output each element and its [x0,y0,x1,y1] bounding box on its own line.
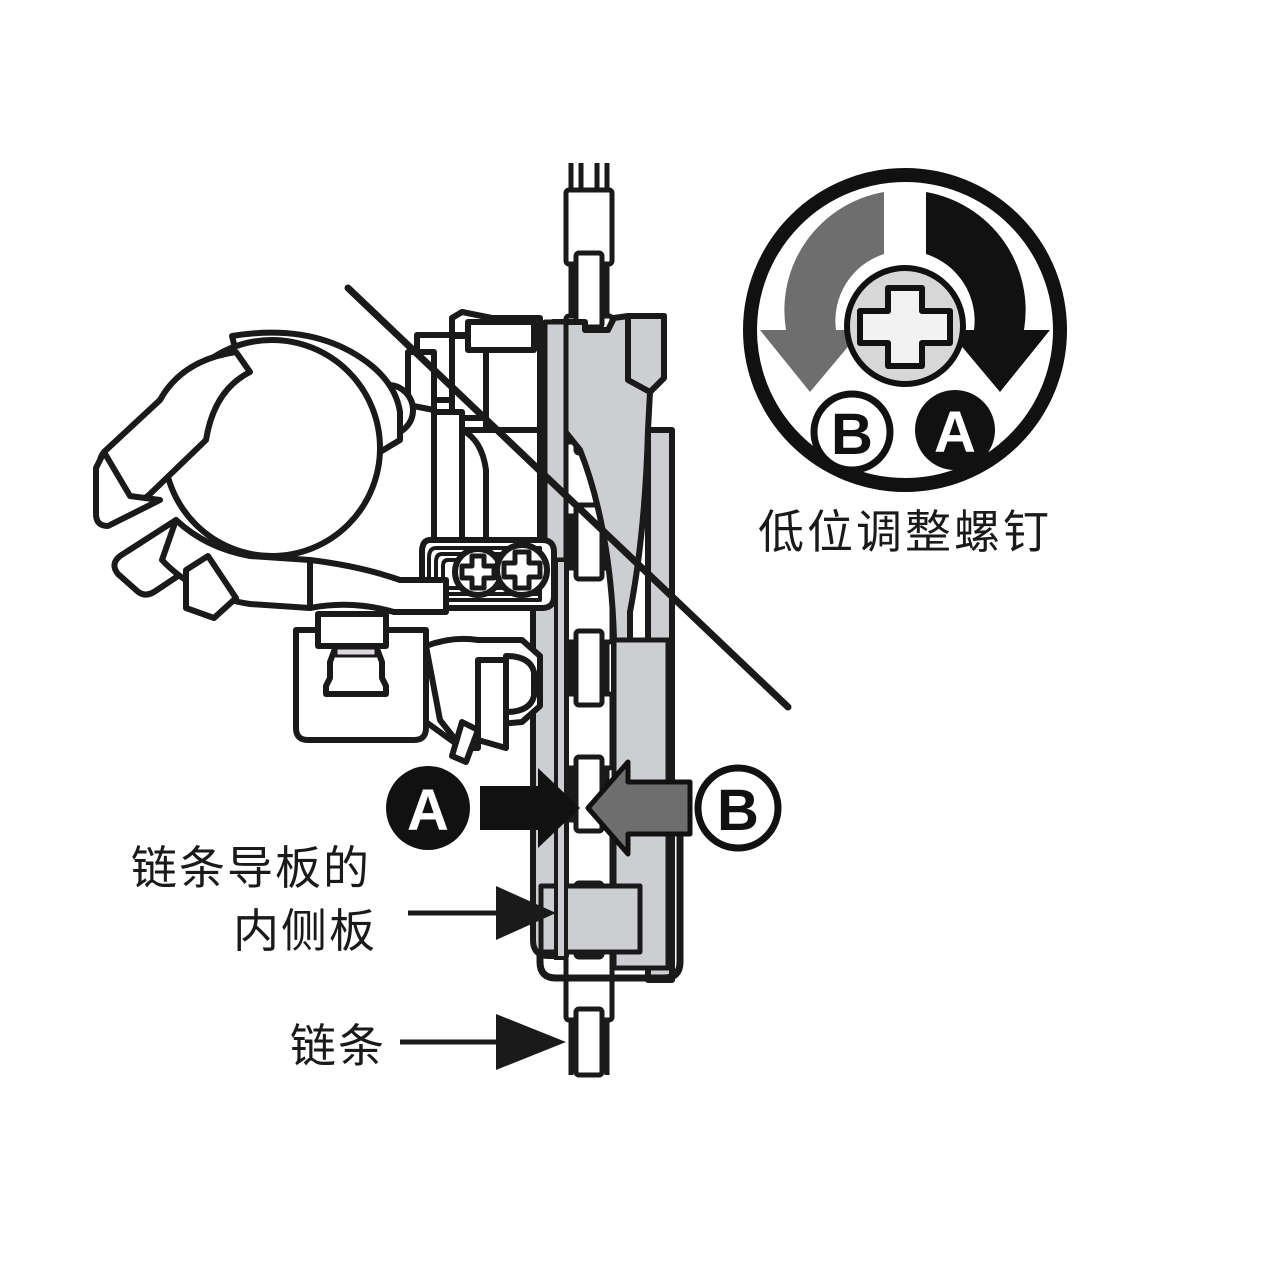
callout-inner-plate-line1: 链条导板的 [131,841,371,895]
badge-b-row-label: B [717,778,759,843]
direction-indicator-row: A B [386,759,782,857]
badge-b-dial: B [810,390,894,474]
low-adjust-screw [494,542,550,598]
badge-a-dial: A [915,390,995,470]
ccw-arrow-gray [760,192,884,392]
derailleur-body [93,309,557,765]
arrow-b-left [585,759,693,857]
badge-b-row: B [694,764,782,852]
badge-b-dial-label: B [831,402,873,467]
screw-dial-caption: 低位调整螺钉 [758,505,1052,559]
screw-rotation-dial: B A [743,168,1067,492]
low-adjust-screw-leader [344,284,792,711]
adjust-screws [452,542,550,598]
callout-inner-plate: 链条导板的 内侧板 [131,841,556,958]
callout-chain: 链条 [290,1014,566,1073]
callout-inner-plate-arrowhead [496,886,556,940]
badge-a-dial-label: A [934,400,976,465]
cw-arrow-black [926,192,1050,392]
high-adjust-screw [452,546,504,598]
phillips-screw-head [844,265,966,387]
callout-chain-arrowhead [496,1014,566,1070]
badge-a-row-label: A [407,778,449,843]
badge-a-row: A [386,766,470,850]
arrow-a-right [480,768,580,848]
callout-inner-plate-line2: 内侧板 [233,904,377,958]
callout-chain-label: 链条 [290,1019,386,1073]
